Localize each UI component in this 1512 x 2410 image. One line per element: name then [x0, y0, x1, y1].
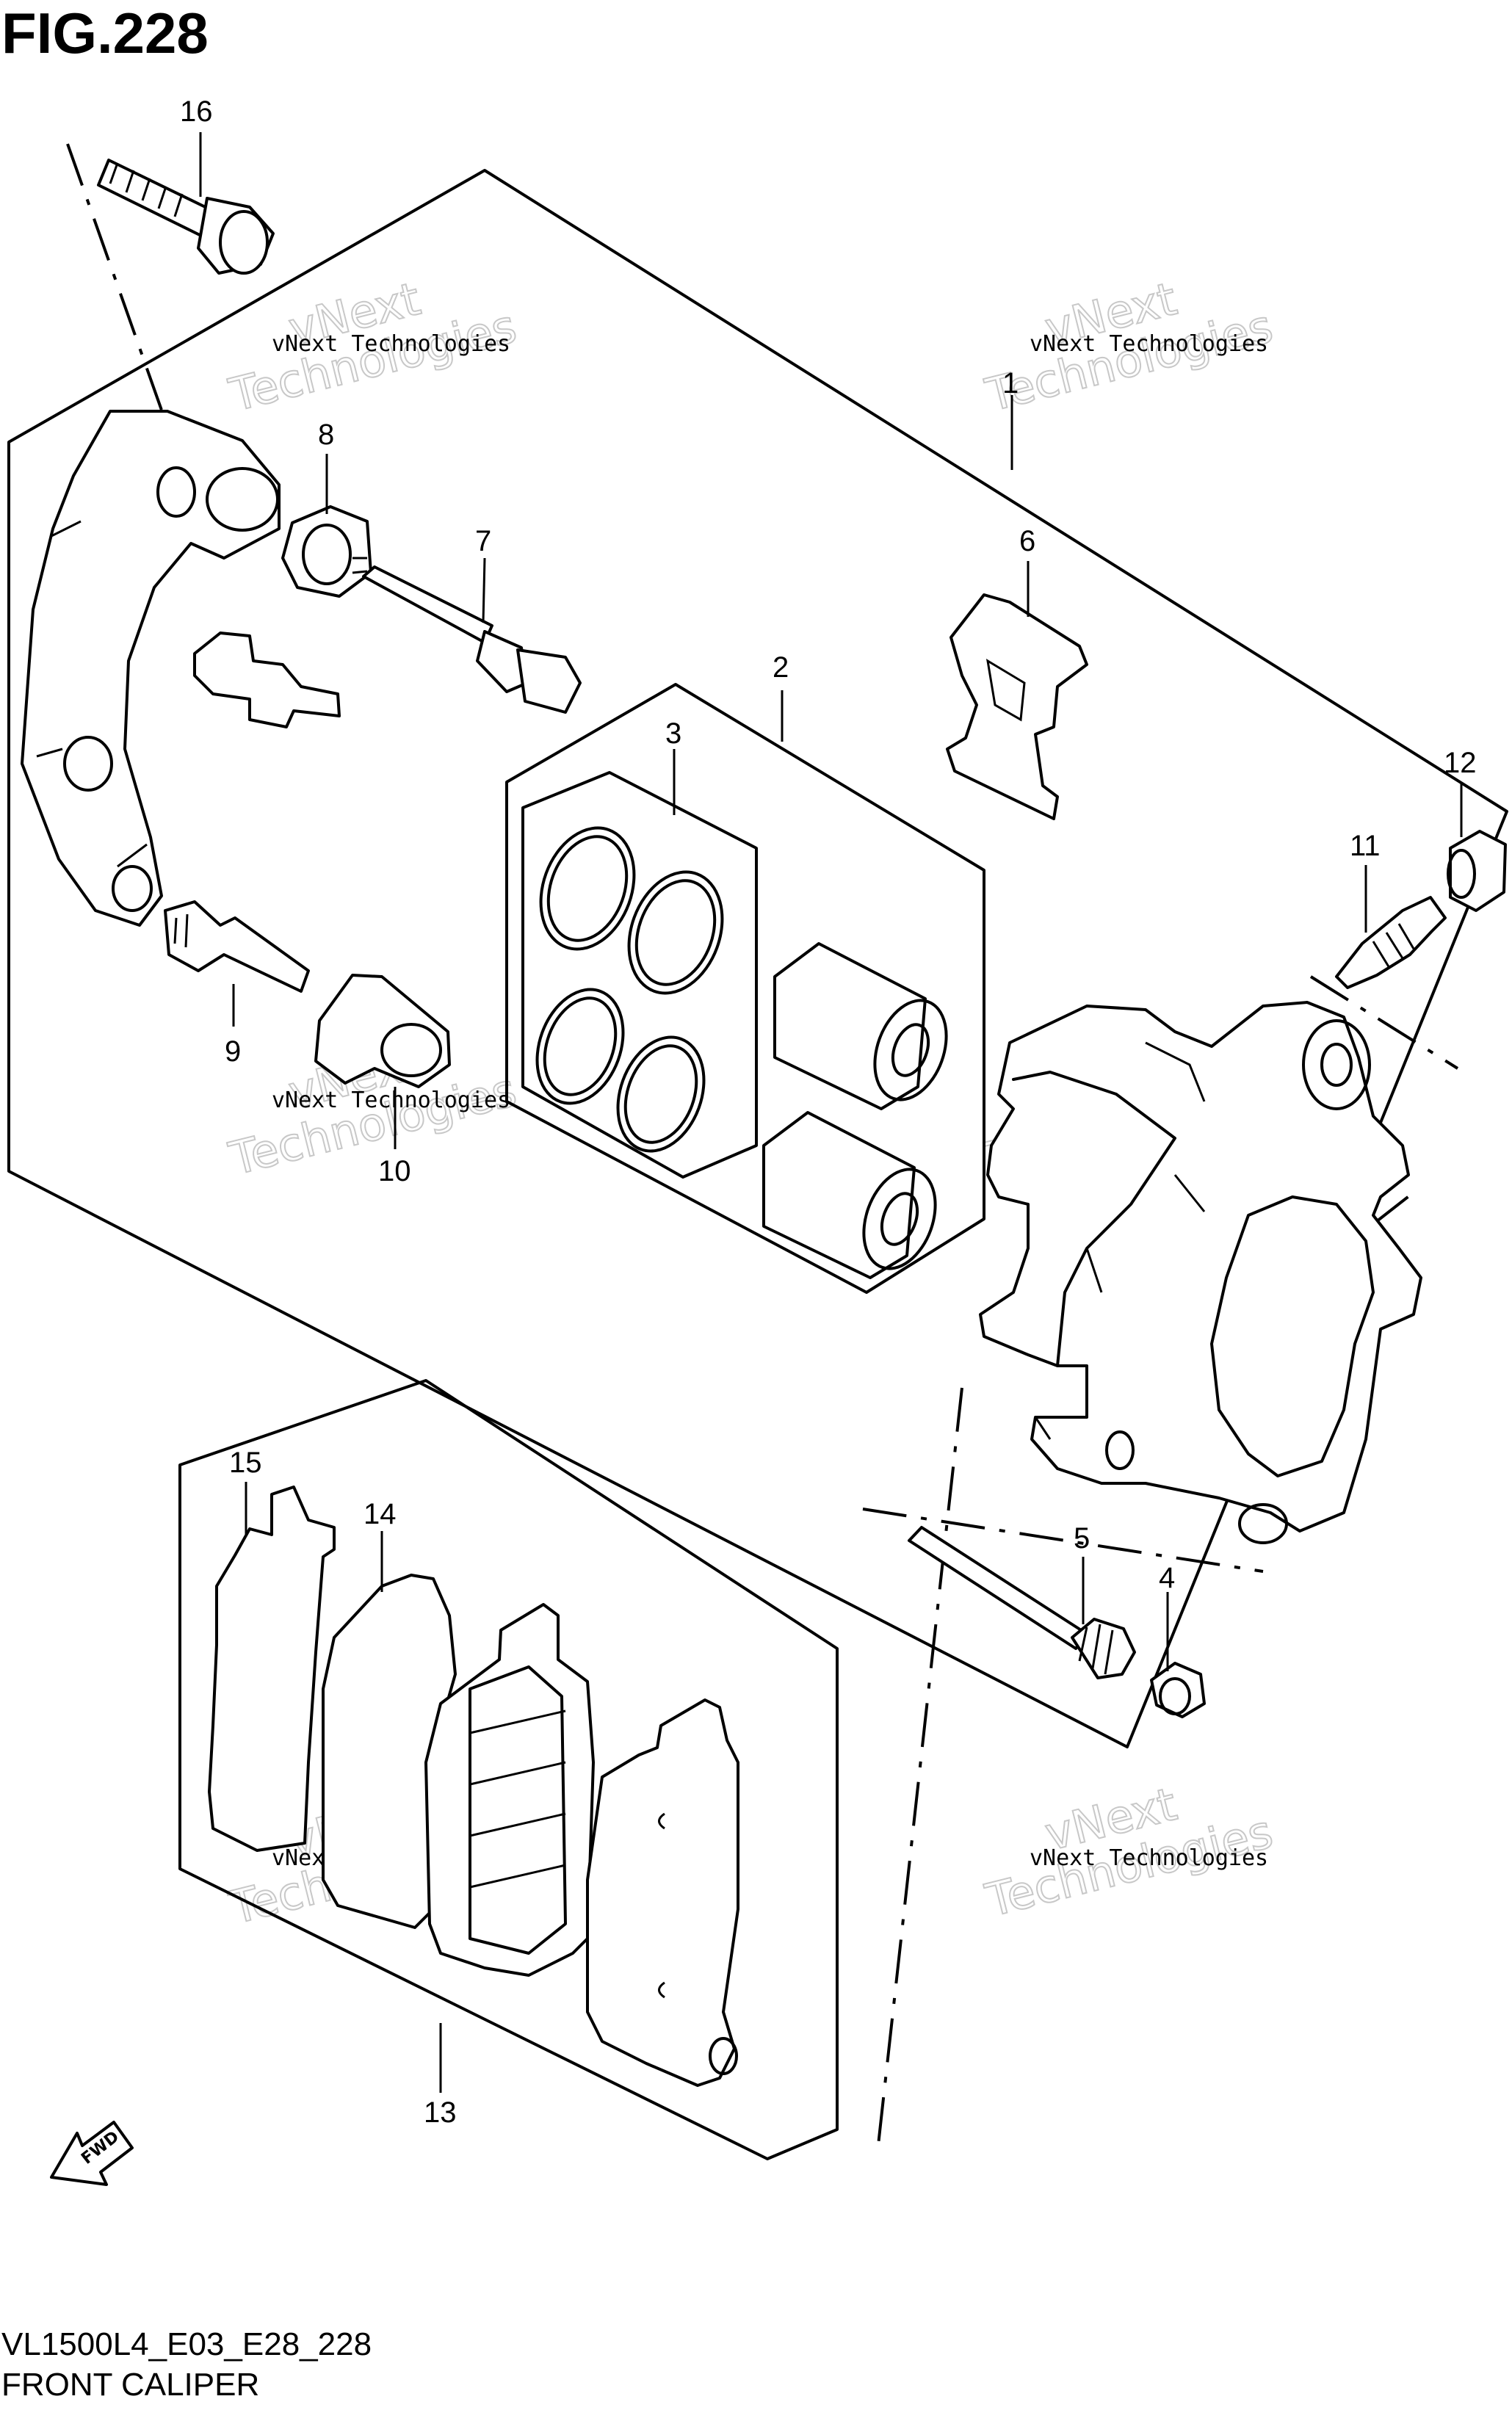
watermark-text: vNext Technologies [272, 1088, 510, 1113]
figure-name: FRONT CALIPER [1, 2367, 259, 2403]
dust-seal[interactable] [522, 977, 638, 1115]
pad-kit-frame [178, 1379, 839, 2160]
forward-direction-arrow: FWD [50, 2121, 134, 2186]
slide-pin-lower[interactable] [164, 900, 310, 993]
pin-boot-upper[interactable] [281, 505, 372, 598]
watermark-text: vNext Technologies [272, 331, 510, 357]
watermark-text: vNext Technologies [1030, 331, 1268, 357]
callout-3: 3 [665, 717, 681, 750]
callout-leaders [199, 132, 1463, 2093]
piston-seal[interactable] [613, 859, 739, 1007]
seal-kit-frame [521, 771, 758, 1179]
callout-6: 6 [1019, 525, 1035, 557]
piston-seal[interactable] [525, 815, 651, 963]
caliper-bracket[interactable] [21, 410, 281, 927]
callout-5: 5 [1074, 1522, 1090, 1555]
figure-title: FIG.228 [1, 1, 209, 65]
callout-15: 15 [229, 1447, 262, 1479]
brake-pad-right[interactable] [586, 1698, 739, 2087]
caliper-mounting-bolt[interactable] [97, 159, 275, 275]
caliper-body[interactable] [979, 1001, 1422, 1544]
pad-spring-clip[interactable] [193, 632, 341, 728]
pad-pin[interactable] [908, 1526, 1136, 1679]
callout-4: 4 [1159, 1562, 1175, 1594]
bleeder-guide-line [1309, 975, 1459, 1070]
slide-pin-upper[interactable] [362, 565, 582, 714]
piston-kit[interactable] [505, 683, 985, 1294]
callout-11: 11 [1350, 830, 1381, 862]
callout-12: 12 [1444, 747, 1477, 779]
callout-10: 10 [378, 1155, 411, 1187]
piston-upper[interactable] [773, 942, 959, 1110]
watermark-bottom-right: Technologies vNext vNext Technologies [980, 1776, 1278, 1928]
callout-labels: 16 8 7 1 6 2 3 12 11 9 10 15 14 5 4 13 [180, 95, 1477, 2129]
bleeder-cap[interactable] [1447, 830, 1507, 912]
pad-guide-line [876, 1387, 963, 2152]
callout-1: 1 [1002, 367, 1019, 399]
callout-13: 13 [424, 2096, 457, 2129]
pin-guide-line [862, 1508, 1264, 1573]
dust-seal[interactable] [603, 1025, 719, 1163]
callout-14: 14 [363, 1498, 397, 1530]
piston-lower[interactable] [762, 1111, 948, 1279]
callout-7: 7 [475, 525, 491, 557]
watermark-text: vNext Technologies [1030, 1845, 1268, 1871]
fwd-arrow-icon [50, 2121, 134, 2186]
callout-2: 2 [773, 651, 789, 684]
pad-shim[interactable] [208, 1486, 336, 1852]
callout-9: 9 [225, 1035, 241, 1068]
callout-8: 8 [318, 419, 334, 451]
bleeder-screw[interactable] [1335, 896, 1447, 989]
watermark-top-right: Technologies vNext vNext Technologies [980, 271, 1278, 423]
callout-16: 16 [180, 95, 213, 128]
pin-boot-lower[interactable] [314, 974, 451, 1088]
piston-kit-frame [505, 683, 985, 1294]
figure-code: VL1500L4_E03_E28_228 [1, 2326, 372, 2362]
pad-spring[interactable] [946, 593, 1088, 820]
pad-pin-plug[interactable] [1150, 1662, 1206, 1718]
